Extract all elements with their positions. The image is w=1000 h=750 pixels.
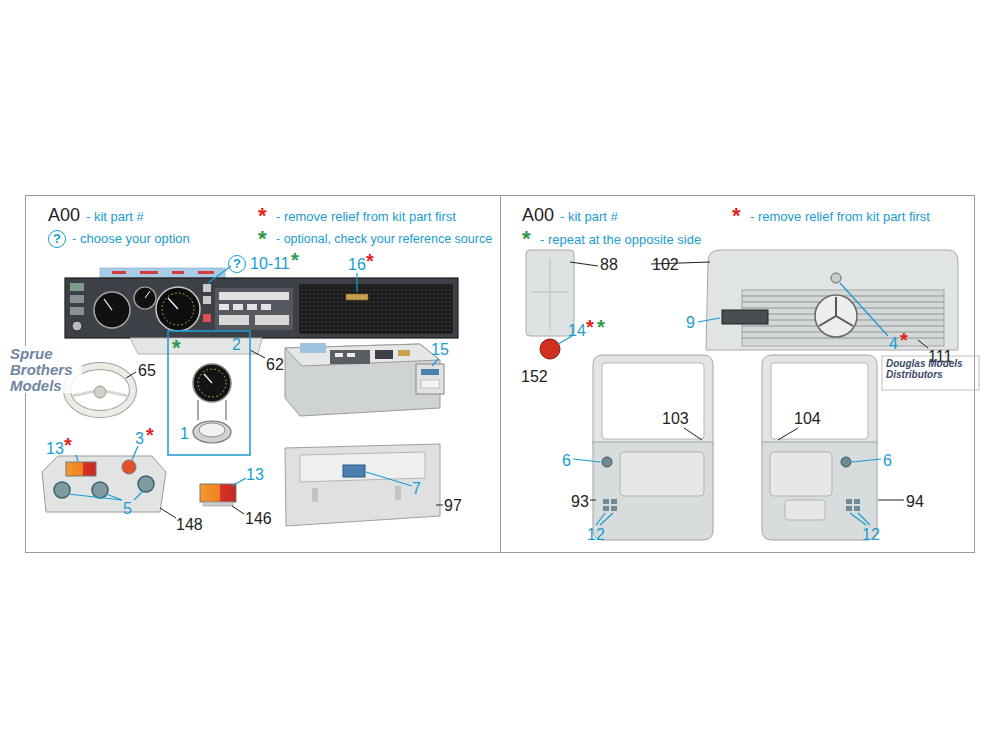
part-number: 93 [571,493,589,511]
star-mark: * [732,204,741,228]
callout-number: 16 [348,256,366,274]
part-number: 102 [652,256,679,274]
callout-number: 2 [232,336,241,354]
option-mark: ? [228,255,246,273]
kit-part-key: A00 [48,206,80,226]
part-number: 94 [906,493,924,511]
star-mark: * [366,250,374,272]
key-text: - remove relief from kit part first [276,210,456,224]
key-text: - kit part # [560,210,618,224]
part-number: 103 [662,410,689,428]
part-number: 88 [600,256,618,274]
star-mark: * [900,329,908,351]
part-number: 62 [266,356,284,374]
callout-number: 7 [412,480,421,498]
instruction-panel: A00 - kit part # * - remove relief from kit… [25,195,501,553]
callout-number: 12 [862,526,880,544]
key-text: - kit part # [86,210,144,224]
callout-number: 9 [686,314,695,332]
watermark: Sprue Brothers Models [10,346,82,393]
kit-part-key: A00 [522,206,554,226]
part-number: 97 [444,497,462,515]
callout-number: 3 [135,430,144,448]
key-text: - optional, check your reference source [276,233,492,247]
watermark: Douglas Models Distributors [886,359,976,380]
star-mark: * [258,204,267,228]
star-mark: * [146,424,154,446]
part-number: 148 [176,516,203,534]
star-mark: * [291,249,299,271]
callout-number: 14 [568,322,586,340]
callout-number: 10-11 [250,255,290,273]
option-mark: ? [48,230,66,248]
star-mark: * [172,336,181,360]
key-text: - remove relief from kit part first [750,210,930,224]
callout-number: 13 [246,466,264,484]
callout-number: 13 [46,440,64,458]
part-number: 65 [138,362,156,380]
star-mark: * [597,316,605,338]
callout-number: 1 [180,425,189,443]
callout-number: 6 [883,452,892,470]
star-mark: * [64,434,72,456]
callout-number: 6 [562,452,571,470]
part-number: 152 [521,368,548,386]
key-text: - choose your option [72,232,190,246]
star-mark: * [258,227,267,251]
part-number: 146 [245,510,272,528]
part-number: 104 [794,410,821,428]
star-mark: * [522,227,531,251]
callout-number: 15 [431,341,449,359]
star-mark: * [586,316,594,338]
callout-number: 12 [587,526,605,544]
callout-number: 4 [889,335,898,353]
callout-number: 5 [123,500,132,518]
key-text: - repeat at the opposite side [540,233,701,247]
